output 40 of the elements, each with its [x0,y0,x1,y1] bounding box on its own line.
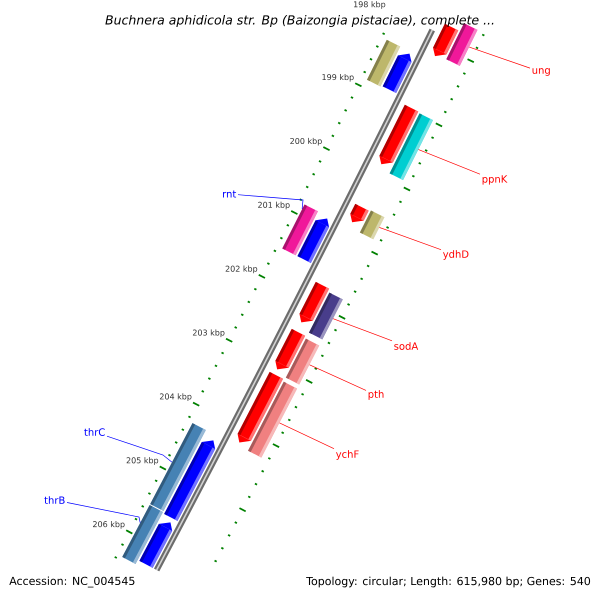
leader-line [66,502,140,523]
leader-line [332,318,392,342]
genome-summary: Topology: circular; Length: 615,980 bp; Genes: 540 [306,576,590,588]
scale-label: 205 kbp [126,457,158,465]
gene-bar [139,522,172,568]
gene-bar [360,210,384,240]
gene-bar [390,113,433,180]
gene-bar [382,54,412,93]
gene-label: ydhD [443,250,468,260]
gene-label: ung [532,68,550,76]
leader-line [238,194,304,210]
scale-label: 206 kbp [93,521,125,529]
scale-label: 201 kbp [258,202,290,210]
leader-line [379,227,442,250]
gene-label: ychF [336,450,359,460]
scale-label: 203 kbp [192,329,224,338]
gene-label: pth [368,390,384,400]
gene-bar [297,218,330,263]
gene-bar [286,338,320,385]
leader-line [418,149,480,175]
scale-label: 200 kbp [290,138,322,146]
gene-bar [248,382,298,458]
gene-label: thrC [84,428,105,436]
gene-bar [350,204,369,222]
scale-label: 204 kbp [160,393,192,402]
gene-label: ppnK [482,175,508,185]
scale-label: 199 kbp [322,74,354,82]
gene-bar [164,440,216,521]
title: Buchnera aphidicola str. Bp (Baizongia pistaciae), complete ... [105,14,494,28]
scale-label: 202 kbp [226,266,258,274]
gene-label: sodA [394,342,418,350]
leader-line [468,46,530,68]
gene-bar [308,292,343,340]
leader-line [106,436,172,462]
accession-note: Accession: NC_004545 [9,576,134,588]
leader-line [279,422,334,450]
gene-label: thrB [44,496,65,504]
scale-label: 198 kbp [354,1,386,9]
gene-label: rnt [223,190,236,198]
leader-line [309,364,366,391]
